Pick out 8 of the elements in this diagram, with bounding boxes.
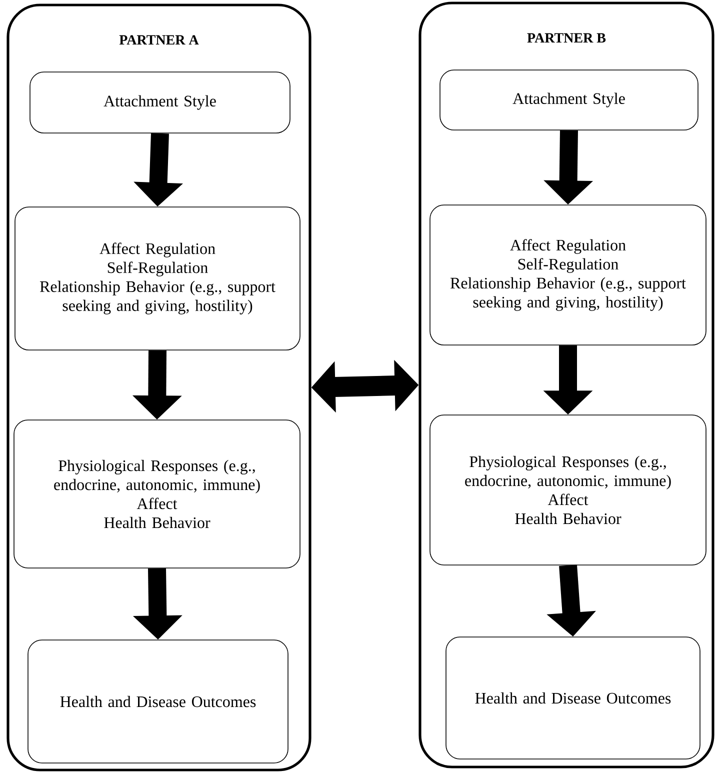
process-box: Health and Disease Outcomes: [446, 636, 700, 760]
process-box: Affect Regulation Self-Regulation Relationship Behavior (e.g., support seeking and giving, hostility): [14, 206, 300, 350]
process-box: Health and Disease Outcomes: [28, 640, 288, 764]
process-box: Affect Regulation Self-Regulation Relationship Behavior (e.g., support seeking and giving, hostility): [430, 204, 706, 346]
process-box: Physiological Responses (e.g., endocrine, autonomic, immune) Affect Health Behavior: [14, 420, 300, 568]
process-box: Physiological Responses (e.g., endocrine, autonomic, immune) Affect Health Behavior: [430, 414, 706, 566]
process-box: Attachment Style: [440, 70, 698, 130]
process-box: Attachment Style: [30, 72, 290, 134]
